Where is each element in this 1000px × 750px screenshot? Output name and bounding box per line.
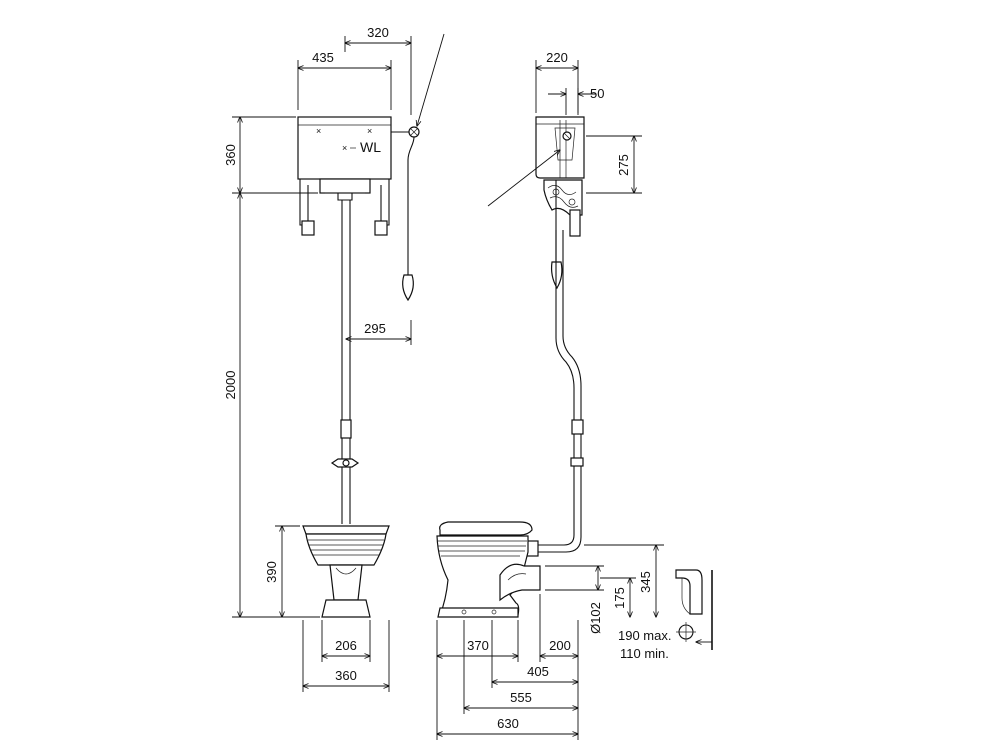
dim-side-cistern-depth: 220 <box>546 50 568 65</box>
dim-front-total-height: 2000 <box>223 371 238 400</box>
dim-side-floor-to-outlet: 405 <box>527 664 549 679</box>
dim-front-pipe-offset: 295 <box>364 321 386 336</box>
dim-side-outlet-diameter: Ø102 <box>588 602 603 634</box>
dim-side-outlet-height: 345 <box>638 571 653 593</box>
side-dimensions: 220 50 275 345 175 Ø102 <box>437 50 664 740</box>
water-level-label: WL <box>360 139 381 155</box>
svg-text:×: × <box>342 143 347 153</box>
dim-side-pan-depth-inner: 370 <box>467 638 489 653</box>
outlet-max-label: 190 max. <box>618 628 671 643</box>
dim-front-cistern-width: 435 <box>312 50 334 65</box>
dim-side-total-depth: 630 <box>497 716 519 731</box>
svg-text:×: × <box>316 126 321 136</box>
dim-front-cistern-offset: 320 <box>367 25 389 40</box>
svg-text:×: × <box>367 126 372 136</box>
dim-side-cistern-offset: 50 <box>590 86 604 101</box>
dim-front-cistern-height: 360 <box>223 144 238 166</box>
side-view: 220 50 275 345 175 Ø102 <box>437 50 664 740</box>
dim-side-water-level-height: 275 <box>616 154 631 176</box>
dim-front-pedestal-width: 206 <box>335 638 357 653</box>
dim-side-trap-height: 175 <box>612 587 627 609</box>
dim-side-pan-depth: 555 <box>510 690 532 705</box>
front-cistern: × × × <box>297 116 420 302</box>
outlet-detail: 190 max. 110 min. <box>618 569 713 661</box>
side-pan <box>436 521 541 618</box>
dim-side-outlet-projection: 200 <box>549 638 571 653</box>
front-view: × × × <box>223 25 445 692</box>
front-dimensions: 320 435 360 2000 295 390 <box>223 25 445 692</box>
outlet-min-label: 110 min. <box>620 646 669 661</box>
dim-front-pan-width: 360 <box>335 668 357 683</box>
side-cistern <box>535 116 585 290</box>
front-flush-pipe <box>330 200 360 524</box>
front-pan <box>302 525 390 618</box>
dim-front-pan-height: 390 <box>264 561 279 583</box>
